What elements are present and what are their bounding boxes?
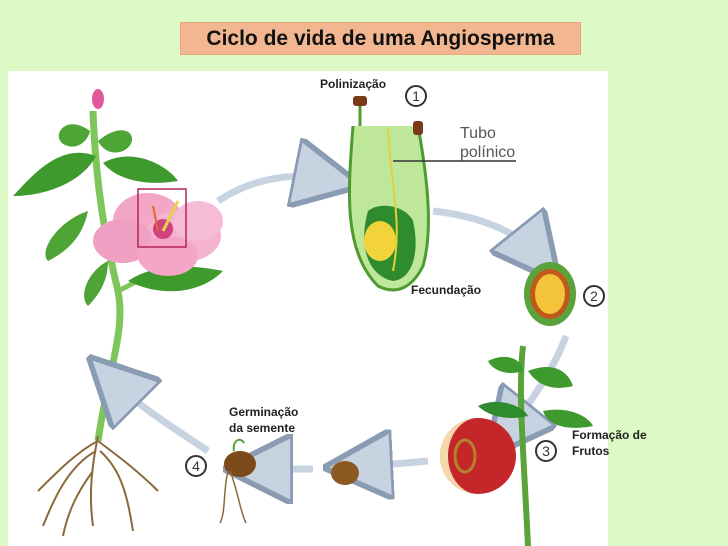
step-3-badge: 3 [535, 440, 557, 462]
parent-plant [13, 89, 223, 537]
pistil-section [347, 96, 516, 292]
life-cycle-illustration [13, 89, 593, 546]
fruit-formation-label-line2: Frutos [572, 444, 610, 458]
fertilization-label: Fecundação [411, 283, 482, 297]
fruit [440, 345, 593, 546]
diagram-panel: 1 2 3 4 Tubo polínico [8, 71, 608, 546]
step-1-badge: 1 [405, 85, 427, 107]
cycle-arrows [113, 176, 570, 469]
fertilized-ovule [524, 262, 576, 326]
pollination-label: Polinização [320, 77, 387, 91]
germination-label-line2: da semente [229, 421, 296, 435]
germination-label-line1: Germinação [229, 405, 299, 419]
seeds [219, 438, 359, 524]
roots [37, 435, 159, 537]
tube-label-line2: polínico [460, 144, 516, 161]
step-4-badge: 4 [185, 455, 207, 477]
flower [93, 188, 223, 276]
diagram-title: Ciclo de vida de uma Angiosperma [180, 22, 581, 55]
tube-label-line1: Tubo [460, 125, 496, 142]
fruit-formation-label-line1: Formação de [572, 428, 647, 442]
step-2-badge: 2 [583, 285, 605, 307]
